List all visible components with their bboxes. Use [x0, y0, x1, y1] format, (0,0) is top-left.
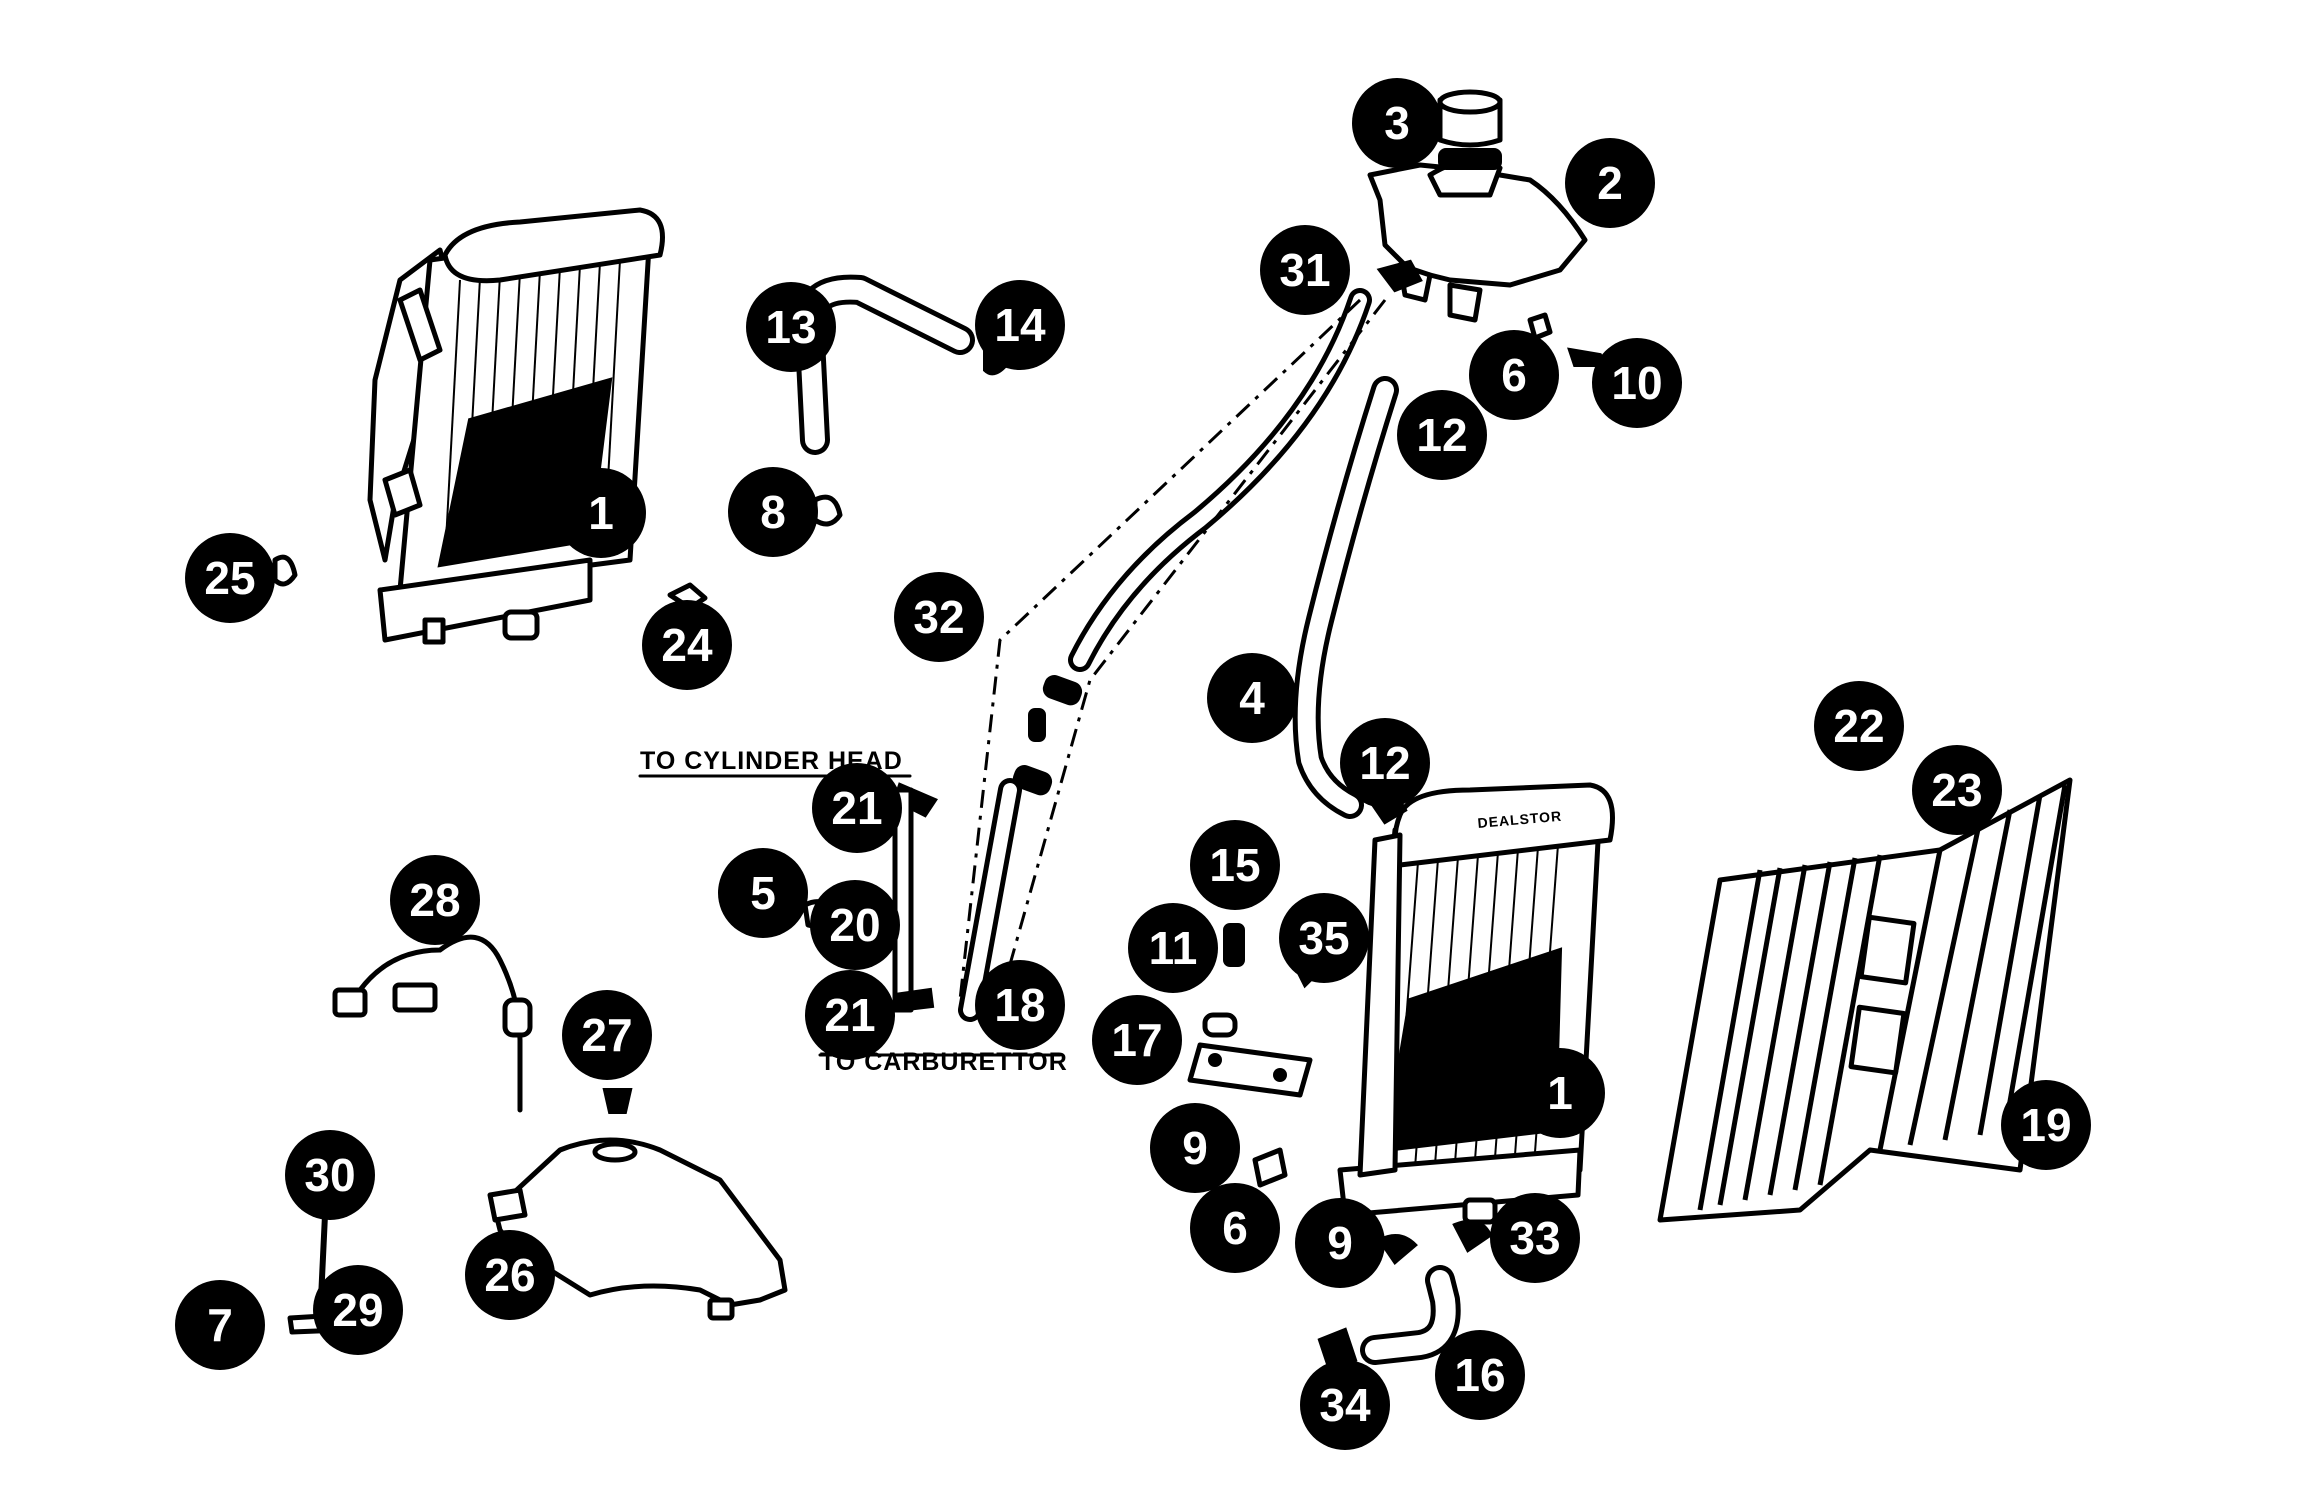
bracket-17	[1187, 1042, 1313, 1098]
callout-20: 20	[810, 880, 900, 970]
tank-cap-27	[602, 1088, 633, 1114]
callout-1a: 1	[556, 468, 646, 558]
radiator-badge-text: DEALSTOR	[1477, 808, 1563, 831]
svg-text:15: 15	[1209, 839, 1260, 891]
svg-text:21: 21	[831, 782, 882, 834]
radiator-left	[367, 207, 665, 645]
callout-21a: 21	[812, 763, 902, 853]
svg-text:3: 3	[1384, 97, 1410, 149]
callout-22: 22	[1814, 681, 1904, 771]
svg-text:10: 10	[1611, 357, 1662, 409]
wire-harness-28	[332, 934, 533, 1113]
svg-text:28: 28	[409, 874, 460, 926]
callout-15: 15	[1190, 820, 1280, 910]
callout-29: 29	[313, 1265, 403, 1355]
radiator-right	[1337, 782, 1615, 1225]
callout-2: 2	[1565, 138, 1655, 228]
callout-34: 34	[1300, 1360, 1390, 1450]
hose-32-upper	[1068, 288, 1372, 672]
callout-32: 32	[894, 572, 984, 662]
callout-28: 28	[390, 855, 480, 945]
overflow-tank-26	[487, 1137, 788, 1321]
dashed-leaders	[958, 298, 1387, 1001]
svg-text:29: 29	[332, 1284, 383, 1336]
callout-11: 11	[1128, 903, 1218, 993]
hose-16	[1360, 1265, 1461, 1365]
callout-6b: 6	[1190, 1183, 1280, 1273]
svg-text:8: 8	[760, 486, 786, 538]
callout-12b: 12	[1340, 718, 1430, 808]
svg-text:6: 6	[1501, 349, 1527, 401]
svg-text:21: 21	[824, 989, 875, 1041]
callout-10: 10	[1592, 338, 1682, 428]
svg-text:6: 6	[1222, 1202, 1248, 1254]
svg-text:26: 26	[484, 1249, 535, 1301]
callout-27: 27	[562, 990, 652, 1080]
callout-6a: 6	[1469, 330, 1559, 420]
svg-text:19: 19	[2020, 1099, 2071, 1151]
callout-4: 4	[1207, 653, 1297, 743]
svg-text:4: 4	[1239, 672, 1265, 724]
svg-text:11: 11	[1149, 922, 1198, 974]
svg-text:18: 18	[994, 979, 1045, 1031]
svg-text:12: 12	[1359, 737, 1410, 789]
callout-12a: 12	[1397, 390, 1487, 480]
svg-text:2: 2	[1597, 157, 1623, 209]
callout-18: 18	[975, 960, 1065, 1050]
callout-9b: 9	[1295, 1198, 1385, 1288]
hose-4	[1292, 376, 1399, 819]
svg-text:32: 32	[913, 591, 964, 643]
callout-5: 5	[718, 848, 808, 938]
callout-25: 25	[185, 533, 275, 623]
expansion-tank	[1367, 157, 1588, 323]
svg-text:24: 24	[661, 619, 713, 671]
callout-26: 26	[465, 1230, 555, 1320]
svg-text:33: 33	[1509, 1212, 1560, 1264]
hose-joiners	[1012, 675, 1083, 796]
svg-text:14: 14	[994, 299, 1046, 351]
svg-text:30: 30	[304, 1149, 355, 1201]
callout-21b: 21	[805, 970, 895, 1060]
svg-text:7: 7	[207, 1299, 233, 1351]
svg-text:9: 9	[1327, 1217, 1353, 1269]
svg-text:27: 27	[581, 1009, 632, 1061]
callout-30: 30	[285, 1130, 375, 1220]
svg-text:22: 22	[1833, 700, 1884, 752]
callout-3: 3	[1352, 78, 1442, 168]
svg-text:31: 31	[1279, 244, 1330, 296]
callout-31: 31	[1260, 225, 1350, 315]
svg-text:23: 23	[1931, 764, 1982, 816]
svg-text:17: 17	[1111, 1014, 1162, 1066]
callout-33: 33	[1490, 1193, 1580, 1283]
callout-17: 17	[1092, 995, 1182, 1085]
svg-text:12: 12	[1416, 409, 1467, 461]
svg-text:1: 1	[588, 487, 614, 539]
svg-text:20: 20	[829, 899, 880, 951]
svg-text:25: 25	[204, 552, 255, 604]
svg-text:1: 1	[1547, 1067, 1573, 1119]
hose-32-lower	[958, 778, 1022, 1022]
callout-8: 8	[728, 467, 818, 557]
svg-text:16: 16	[1454, 1349, 1505, 1401]
callout-19: 19	[2001, 1080, 2091, 1170]
callout-23: 23	[1912, 745, 2002, 835]
callout-16: 16	[1435, 1330, 1525, 1420]
tank-cap	[1437, 89, 1503, 170]
callout-13: 13	[746, 282, 836, 372]
callout-1b: 1	[1515, 1048, 1605, 1138]
callout-9a: 9	[1150, 1103, 1240, 1193]
svg-text:13: 13	[765, 301, 816, 353]
radiator-guard-19	[1657, 777, 2073, 1223]
svg-text:5: 5	[750, 867, 776, 919]
svg-text:35: 35	[1298, 912, 1349, 964]
callout-7: 7	[175, 1280, 265, 1370]
callout-24: 24	[642, 600, 732, 690]
callout-35: 35	[1279, 893, 1369, 983]
svg-text:9: 9	[1182, 1122, 1208, 1174]
callout-14: 14	[975, 280, 1065, 370]
svg-text:34: 34	[1319, 1379, 1371, 1431]
